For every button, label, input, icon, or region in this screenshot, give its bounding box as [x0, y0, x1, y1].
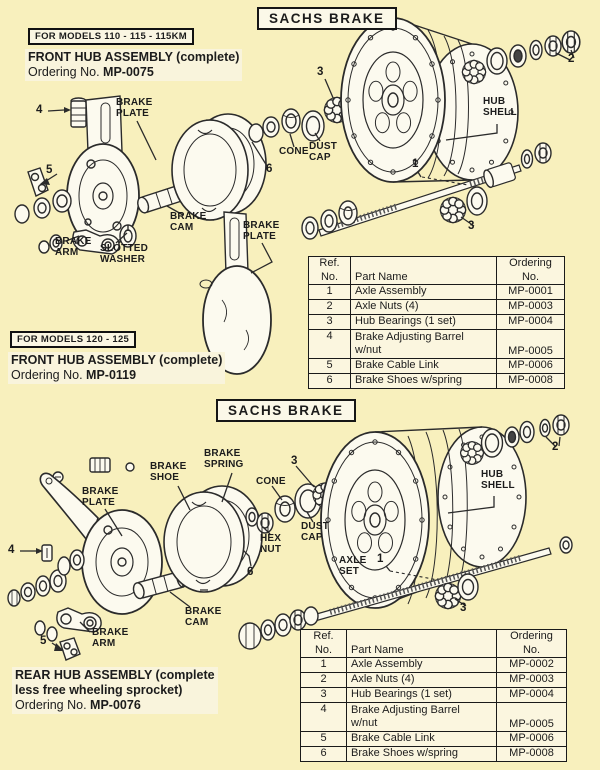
rear-hub-drawing	[7, 414, 573, 661]
label-brake-plate-front: BRAKE PLATE	[116, 97, 153, 119]
callout-6-front: 6	[266, 163, 273, 175]
front-alt-ordering-line: Ordering No. MP-0119	[11, 367, 137, 382]
rear-assembly-title: REAR HUB ASSEMBLY (complete less free wh…	[15, 668, 215, 697]
callout-5-front: 5	[46, 164, 53, 176]
rear-pointer-lines	[20, 436, 561, 651]
label-dust-cap-front: DUST CAP	[309, 141, 338, 163]
label-brake-plate-front-alt: BRAKE PLATE	[243, 220, 280, 242]
label-axle-set: AXLE SET	[339, 555, 367, 577]
label-dust-cap-rear: DUST CAP	[301, 521, 330, 543]
callout-3-rear-b: 3	[460, 602, 467, 614]
label-brake-cam-rear: BRAKE CAM	[185, 606, 222, 628]
label-cone-rear: CONE	[256, 476, 286, 487]
callout-3-rear-a: 3	[291, 455, 298, 467]
rear-th-ref: Ref. No.	[300, 629, 347, 658]
front-ordering-line: Ordering No. MP-0075	[28, 64, 154, 79]
front-th-part: Part Name	[350, 256, 497, 285]
label-brake-cam-front: BRAKE CAM	[170, 211, 207, 233]
label-brake-plate-rear: BRAKE PLATE	[82, 486, 119, 508]
front-alt-assembly-info: FRONT HUB ASSEMBLY (complete) Ordering N…	[8, 352, 226, 384]
front-hub-drawing	[14, 17, 581, 375]
callout-2-front: 2	[568, 53, 575, 65]
label-brake-arm-front: BRAKE ARM	[55, 236, 92, 258]
models-badge-front-alt: FOR MODELS 120 - 125	[10, 331, 137, 348]
label-slotted-washer: SLOTTED WASHER	[100, 243, 149, 265]
rear-th-part: Part Name	[346, 629, 497, 658]
callout-3-front-a: 3	[317, 66, 324, 78]
rear-assembly-info: REAR HUB ASSEMBLY (complete less free wh…	[12, 667, 218, 714]
section-title-rear: SACHS BRAKE	[216, 399, 356, 422]
rear-ordering-no: MP-0076	[90, 697, 141, 712]
front-assembly-info: FRONT HUB ASSEMBLY (complete) Ordering N…	[25, 49, 243, 81]
front-pointer-lines	[40, 49, 575, 274]
label-hub-shell-front: HUB SHELL	[483, 96, 517, 118]
callout-5-rear: 5	[40, 635, 47, 647]
rear-th-ord: Ordering No.	[496, 629, 567, 658]
section-title-front: SACHS BRAKE	[257, 7, 397, 30]
front-assembly-title: FRONT HUB ASSEMBLY (complete)	[28, 50, 240, 64]
callout-4-rear: 4	[8, 544, 15, 556]
front-alt-ordering-no: MP-0119	[86, 367, 137, 382]
rear-ordering-line: Ordering No. MP-0076	[15, 697, 141, 712]
label-brake-arm-rear: BRAKE ARM	[92, 627, 129, 649]
callout-6-rear: 6	[247, 566, 254, 578]
callout-2-rear: 2	[552, 441, 559, 453]
front-alt-assembly-title: FRONT HUB ASSEMBLY (complete)	[11, 353, 223, 367]
label-hex-nut: HEX NUT	[260, 533, 282, 555]
front-th-ord: Ordering No.	[496, 256, 565, 285]
front-ordering-no: MP-0075	[103, 64, 154, 79]
label-brake-spring: BRAKE SPRING	[204, 448, 244, 470]
models-badge-front: FOR MODELS 110 - 115 - 115KM	[28, 28, 195, 45]
label-cone-front: CONE	[279, 146, 309, 157]
label-brake-shoe: BRAKE SHOE	[150, 461, 187, 483]
callout-1-rear: 1	[377, 553, 384, 565]
callout-4-front: 4	[36, 104, 43, 116]
callout-3-front-b: 3	[468, 220, 475, 232]
label-hub-shell-rear: HUB SHELL	[481, 469, 515, 491]
front-th-ref: Ref. No.	[308, 256, 351, 285]
callout-1-front: 1	[412, 158, 419, 170]
